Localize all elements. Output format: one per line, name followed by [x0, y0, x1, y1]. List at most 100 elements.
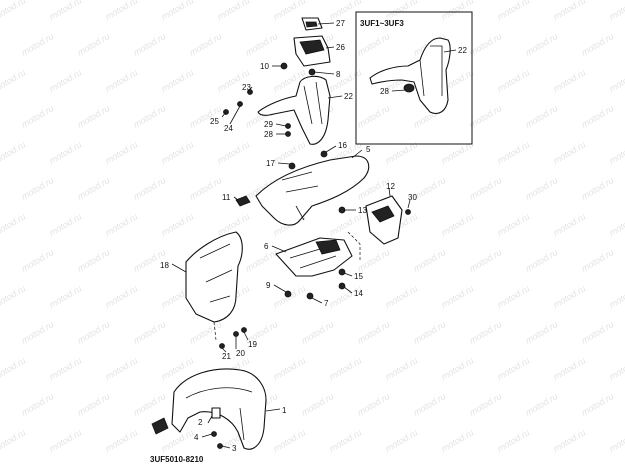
watermark-text: motod.ru	[48, 283, 84, 309]
watermark-text: motod.ru	[0, 67, 27, 93]
watermark-text: motod.ru	[104, 427, 140, 453]
watermark-text: motod.ru	[524, 103, 560, 129]
watermark-text: motod.ru	[412, 247, 448, 273]
watermark-text: motod.ru	[132, 175, 168, 201]
watermark-text: motod.ru	[160, 139, 196, 165]
watermark-text: motod.ru	[384, 427, 420, 453]
watermark-text: motod.ru	[440, 139, 476, 165]
watermark-text: motod.ru	[76, 391, 112, 417]
callout-26: 26	[336, 43, 345, 52]
part-code: 3UF5010-8210	[150, 455, 204, 464]
watermark-text: motod.ru	[20, 31, 56, 57]
watermark-text: motod.ru	[20, 319, 56, 345]
watermark-text: motod.ru	[76, 103, 112, 129]
callout-20: 20	[236, 349, 245, 358]
watermark-text: motod.ru	[608, 211, 625, 237]
callout-7: 7	[324, 299, 329, 308]
callout-28-main: 28	[264, 130, 273, 139]
watermark-text: motod.ru	[328, 67, 364, 93]
watermark-text: motod.ru	[300, 391, 336, 417]
watermark-text: motod.ru	[608, 67, 625, 93]
watermark-text: motod.ru	[300, 319, 336, 345]
grab-rail-main	[257, 62, 331, 145]
callout-24: 24	[224, 124, 233, 133]
watermark-text: motod.ru	[0, 283, 27, 309]
callout-27: 27	[336, 19, 345, 28]
watermark-text: motod.ru	[160, 67, 196, 93]
flap-assembly	[275, 231, 361, 300]
watermark-text: motod.ru	[552, 67, 588, 93]
callout-19: 19	[248, 340, 257, 349]
watermark-text: motod.ru	[524, 175, 560, 201]
watermark-text: motod.ru	[440, 211, 476, 237]
watermark-text: motod.ru	[272, 427, 308, 453]
watermark-text: motod.ru	[356, 391, 392, 417]
inset-box	[355, 11, 473, 145]
watermark-text: motod.ru	[0, 211, 27, 237]
watermark-text: motod.ru	[104, 0, 140, 22]
watermark-text: motod.ru	[524, 31, 560, 57]
watermark-text: motod.ru	[48, 211, 84, 237]
callout-15: 15	[354, 272, 363, 281]
callout-13: 13	[358, 206, 367, 215]
inner-fender	[185, 231, 247, 349]
watermark-text: motod.ru	[104, 211, 140, 237]
watermark-text: motod.ru	[356, 103, 392, 129]
watermark-text: motod.ru	[216, 139, 252, 165]
watermark-text: motod.ru	[48, 139, 84, 165]
watermark-text: motod.ru	[104, 67, 140, 93]
watermark-text: motod.ru	[20, 391, 56, 417]
watermark-text: motod.ru	[272, 355, 308, 381]
callout-22-inset: 22	[458, 46, 467, 55]
callout-2: 2	[198, 418, 203, 427]
callout-23: 23	[242, 83, 251, 92]
watermark-text: motod.ru	[20, 175, 56, 201]
front-fender	[151, 368, 267, 450]
callout-11: 11	[222, 193, 231, 202]
watermark-text: motod.ru	[468, 103, 504, 129]
watermark-text: motod.ru	[552, 283, 588, 309]
watermark-text: motod.ru	[440, 355, 476, 381]
watermark-text: motod.ru	[608, 427, 625, 453]
callout-16: 16	[338, 141, 347, 150]
watermark-text: motod.ru	[468, 175, 504, 201]
callout-10: 10	[260, 62, 269, 71]
watermark-text: motod.ru	[580, 319, 616, 345]
watermark-text: motod.ru	[132, 391, 168, 417]
watermark-text: motod.ru	[384, 139, 420, 165]
callout-22-main: 22	[344, 92, 353, 101]
watermark-text: motod.ru	[104, 283, 140, 309]
watermark-text: motod.ru	[580, 247, 616, 273]
watermark-layer: motod.ru motod.ru motod.ru motod.ru motod.ru…	[0, 0, 625, 454]
watermark-text: motod.ru	[76, 319, 112, 345]
watermark-text: motod.ru	[496, 211, 532, 237]
callout-25: 25	[210, 117, 219, 126]
watermark-text: motod.ru	[160, 0, 196, 22]
watermark-text: motod.ru	[552, 355, 588, 381]
watermark-text: motod.ru	[496, 355, 532, 381]
watermark-text: motod.ru	[328, 427, 364, 453]
watermark-text: motod.ru	[608, 355, 625, 381]
watermark-text: motod.ru	[524, 319, 560, 345]
watermark-text: motod.ru	[328, 355, 364, 381]
watermark-text: motod.ru	[272, 139, 308, 165]
watermark-text: motod.ru	[580, 103, 616, 129]
watermark-text: motod.ru	[580, 31, 616, 57]
watermark-text: motod.ru	[496, 427, 532, 453]
callout-30: 30	[408, 193, 417, 202]
watermark-text: motod.ru	[468, 247, 504, 273]
small-fasteners	[223, 89, 291, 137]
watermark-text: motod.ru	[160, 211, 196, 237]
callout-8: 8	[336, 70, 341, 79]
watermark-text: motod.ru	[356, 319, 392, 345]
rear-fender	[235, 150, 370, 226]
watermark-text: motod.ru	[188, 175, 224, 201]
watermark-text: motod.ru	[104, 355, 140, 381]
watermark-text: motod.ru	[188, 31, 224, 57]
callout-21: 21	[222, 352, 231, 361]
callout-3: 3	[232, 444, 237, 453]
watermark-text: motod.ru	[384, 283, 420, 309]
watermark-text: motod.ru	[356, 31, 392, 57]
callout-28-inset: 28	[380, 87, 389, 96]
watermark-text: motod.ru	[552, 427, 588, 453]
